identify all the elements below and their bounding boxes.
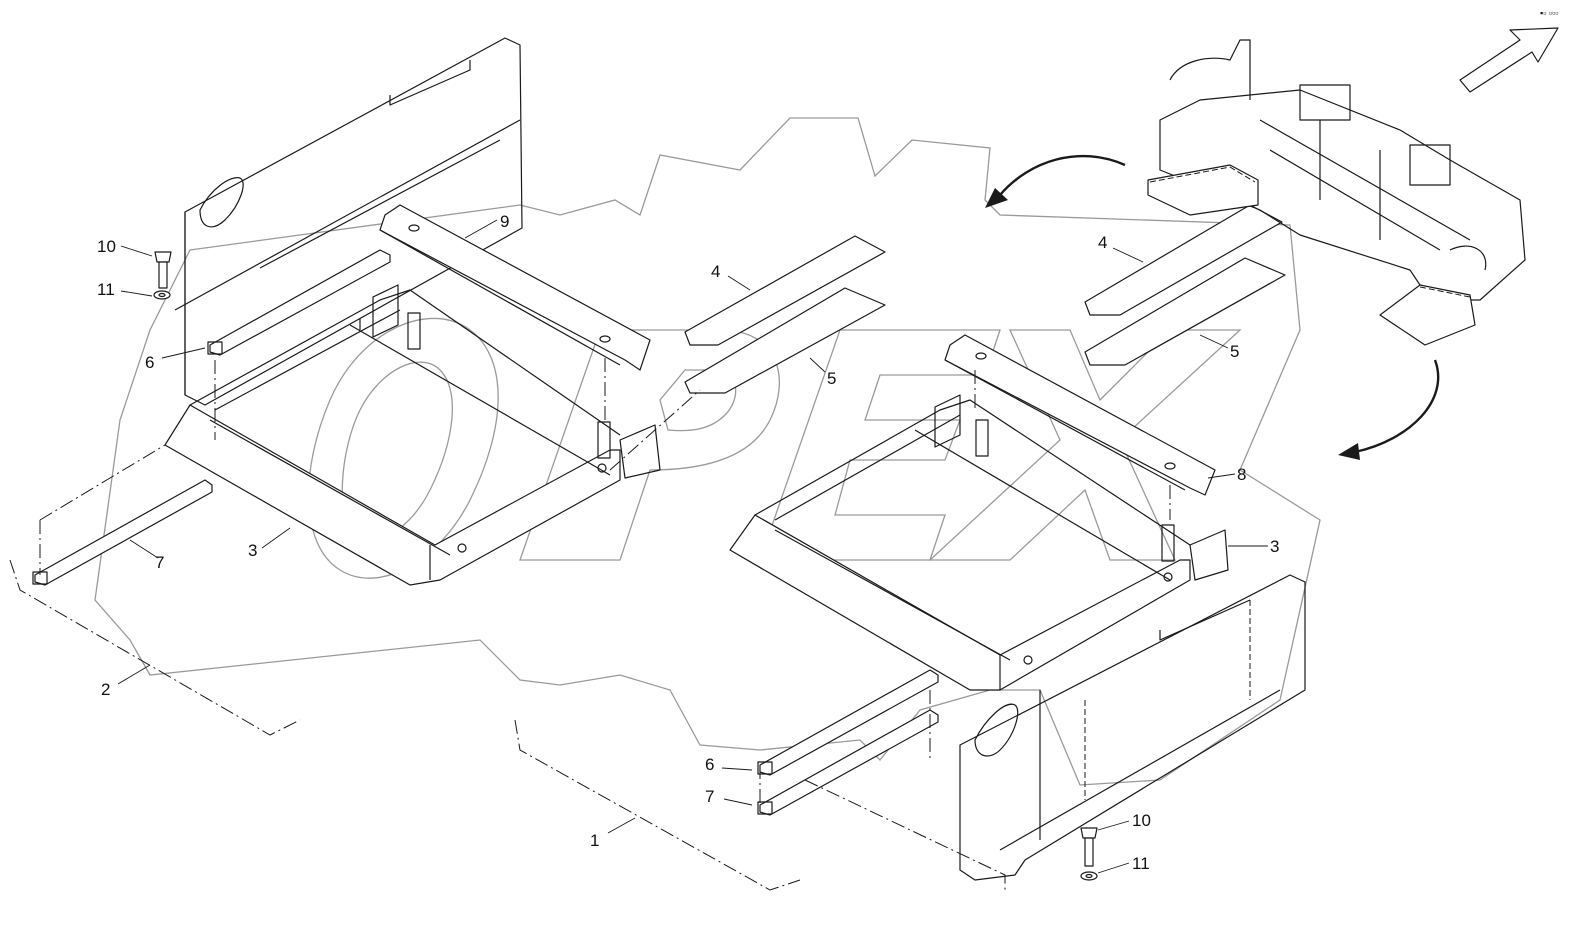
callout-4-right: 4: [1098, 233, 1107, 252]
washer-11-left: [153, 290, 171, 300]
left-step-frame: [164, 284, 661, 586]
left-rail-7: [32, 479, 213, 586]
callout-5-left: 5: [827, 369, 836, 388]
left-plates-4-5: [684, 235, 886, 394]
callout-4-left: 4: [711, 262, 720, 281]
callout-9: 9: [500, 212, 509, 231]
callout-7-right: 7: [705, 787, 714, 806]
callout-2: 2: [101, 680, 110, 699]
callout-3-left: 3: [248, 541, 257, 560]
curved-arrow-upper: [985, 154, 1126, 208]
callout-11-left: 11: [97, 280, 115, 299]
callout-7-left: 7: [155, 553, 164, 572]
callout-10-right: 10: [1132, 811, 1151, 830]
callout-6-left: 6: [145, 353, 154, 372]
callout-labels: 1 2 3 3 4 4 5 5 6 6 7 7 8 9 10 10 11 11: [97, 212, 1279, 873]
corner-mark: ▪▫ ▫▫▫: [1540, 8, 1558, 18]
callout-3-right: 3: [1270, 537, 1279, 556]
callout-1: 1: [590, 831, 599, 850]
right-assembly-phantom-lines: [514, 370, 1171, 891]
watermark-gear: [94, 117, 1321, 786]
right-rails-6-7: [757, 669, 939, 816]
left-side-panel: [174, 37, 523, 406]
leader-lines: [117, 219, 1268, 874]
paver-machine-overview: [1147, 39, 1526, 346]
right-step-frame: [729, 394, 1229, 691]
right-side-panel: [959, 574, 1306, 881]
callout-5-right: 5: [1230, 342, 1239, 361]
view-direction-arrow: [1459, 27, 1559, 93]
callout-6-right: 6: [705, 755, 714, 774]
left-assembly-phantom-lines: [9, 358, 701, 736]
right-bracket-8: [944, 334, 1216, 496]
callout-11-right: 11: [1132, 854, 1150, 873]
bolt-10-right: [1080, 827, 1098, 867]
bolt-10-left: [154, 251, 172, 289]
left-rail-6: [207, 249, 391, 356]
washer-11-right: [1080, 871, 1098, 881]
left-bracket-9: [379, 204, 651, 371]
callout-8: 8: [1237, 465, 1246, 484]
curved-arrow-lower: [1338, 359, 1440, 460]
callout-10-left: 10: [97, 237, 116, 256]
right-plates-4-5: [1084, 204, 1286, 366]
